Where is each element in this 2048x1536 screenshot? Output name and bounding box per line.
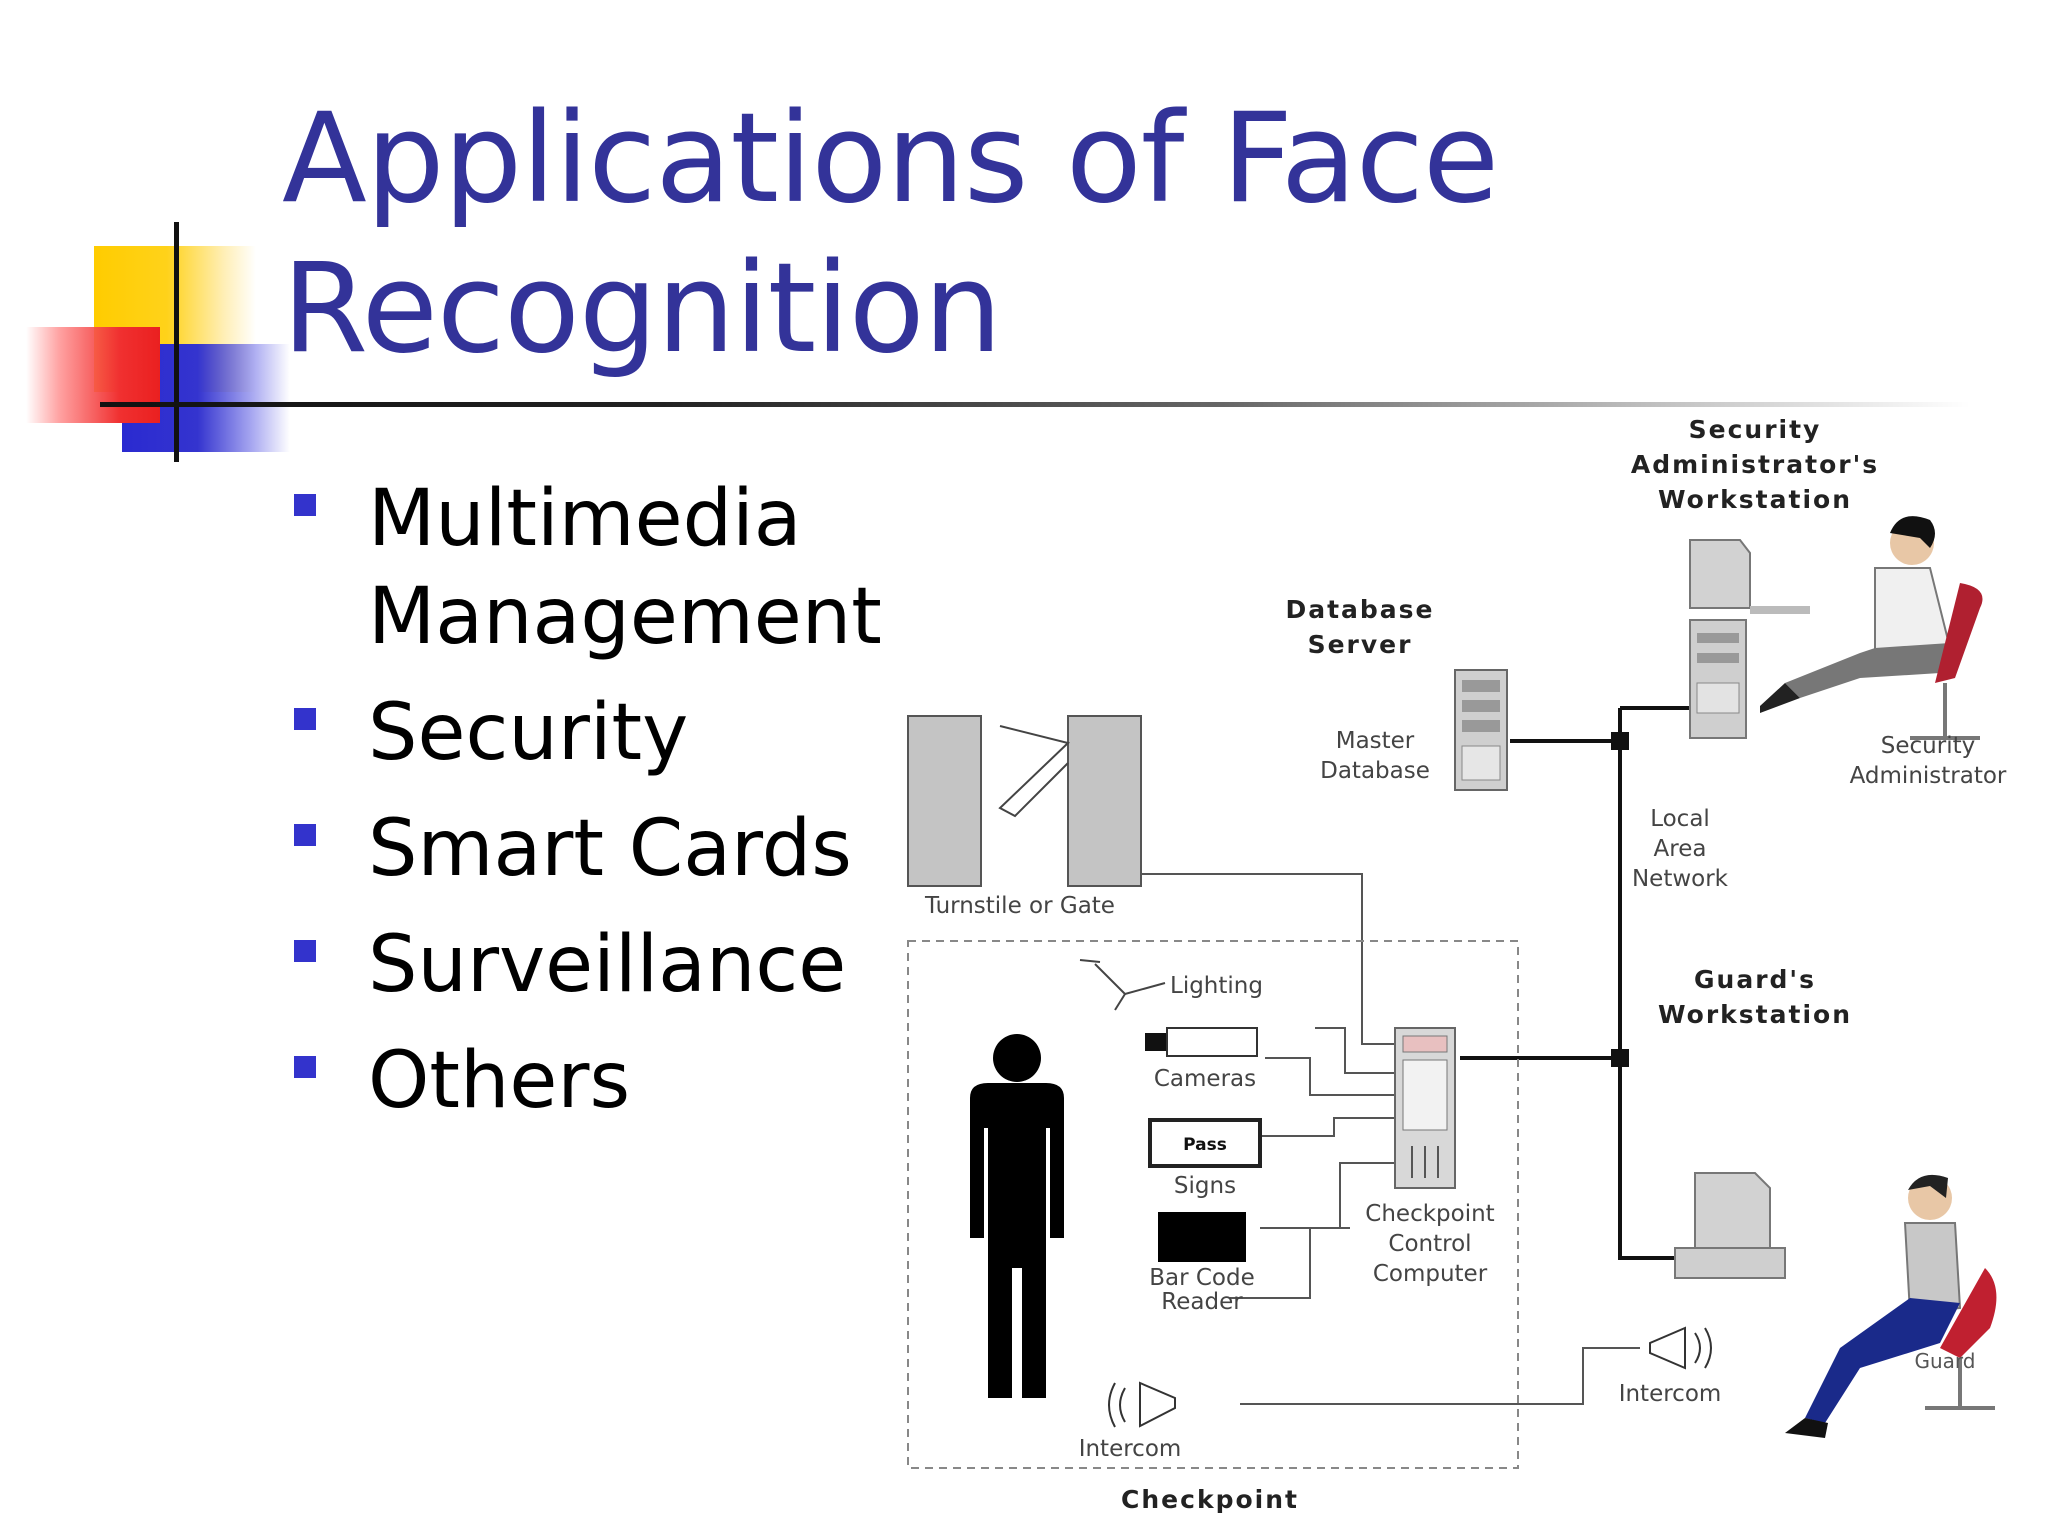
lighting-label: Lighting	[1170, 973, 1263, 999]
bullet-text: Smart Cards	[368, 804, 852, 894]
intercom-left-label: Intercom	[1079, 1436, 1182, 1462]
master-database-label-1: Master	[1336, 728, 1415, 754]
lan-label-2: Area	[1654, 836, 1707, 862]
bullet-square-icon	[294, 824, 316, 846]
decor-red-square	[26, 327, 160, 423]
turnstile-icon	[907, 715, 1142, 887]
lighting-icon	[1079, 959, 1166, 1011]
security-system-diagram: Turnstile or Gate Lighting Cameras Pass …	[907, 415, 2007, 1514]
bullet-text: Multimedia	[368, 474, 802, 564]
bullet-text: Surveillance	[368, 920, 847, 1010]
pass-sign-icon: Pass	[1148, 1118, 1262, 1168]
guards-workstation-label-2: Workstation	[1658, 1000, 1852, 1029]
guard-figure-icon	[1785, 1174, 1997, 1438]
camera-icon	[1145, 1027, 1258, 1057]
cameras-label: Cameras	[1154, 1066, 1256, 1092]
security-workstation-label-3: Workstation	[1658, 485, 1852, 514]
checkpoint-computer-icon	[1394, 1027, 1456, 1189]
lan-label-3: Network	[1632, 866, 1729, 892]
bullet-text: Security	[368, 688, 689, 778]
checkpoint-computer-label-3: Computer	[1373, 1261, 1488, 1287]
security-admin-label-1: Security	[1881, 733, 1975, 759]
decor-vertical-line	[174, 222, 179, 462]
security-administrator-figure-icon	[1760, 516, 1983, 740]
bullet-item: Surveillance	[282, 916, 922, 1014]
turnstile-label: Turnstile or Gate	[924, 893, 1115, 919]
guard-chair-label: Guard	[1915, 1349, 1976, 1373]
intercom-left-icon	[1108, 1381, 1176, 1428]
checkpoint-wiring	[1142, 873, 1640, 1405]
security-admin-label-2: Administrator	[1850, 763, 2007, 789]
security-workstation-label-2: Administrator's	[1631, 450, 1879, 479]
bullet-text: Management	[368, 572, 882, 662]
security-workstation-computer-icon	[1689, 539, 1810, 739]
network-lines	[1460, 706, 1695, 1260]
master-database-label-2: Database	[1320, 758, 1430, 784]
guards-workstation-label-1: Guard's	[1694, 965, 1816, 994]
database-server-label-2: Server	[1308, 630, 1413, 659]
bullet-item: Smart Cards	[282, 800, 922, 898]
barcode-reader-icon	[1158, 1212, 1246, 1262]
guard-workstation-computer-icon	[1674, 1172, 1786, 1279]
bullet-text: Others	[368, 1036, 631, 1126]
bullet-list: Multimedia Management Security Smart Car…	[282, 470, 922, 1148]
database-server-icon	[1454, 669, 1508, 791]
checkpoint-boundary	[907, 940, 1519, 1469]
security-workstation-label-1: Security	[1689, 415, 1822, 444]
title-underline	[100, 402, 1970, 407]
title-line-2: Recognition	[282, 237, 1002, 381]
checkpoint-computer-label-1: Checkpoint	[1365, 1201, 1494, 1227]
bullet-item: Security	[282, 684, 922, 782]
bullet-item: Others	[282, 1032, 922, 1130]
barcode-label-2: Reader	[1161, 1289, 1243, 1315]
checkpoint-computer-label-2: Control	[1388, 1231, 1471, 1257]
barcode-label-1: Bar Code	[1149, 1265, 1255, 1291]
person-silhouette-icon	[970, 1034, 1064, 1398]
bullet-square-icon	[294, 708, 316, 730]
slide-title: Applications of Face Recognition	[282, 84, 1782, 384]
database-server-label-1: Database	[1285, 595, 1434, 624]
checkpoint-label: Checkpoint	[1121, 1485, 1299, 1514]
bullet-item: Multimedia Management	[282, 470, 922, 666]
bullet-square-icon	[294, 494, 316, 516]
intercom-right-label: Intercom	[1619, 1381, 1722, 1407]
pass-sign-text: Pass	[1183, 1135, 1227, 1155]
bullet-square-icon	[294, 1056, 316, 1078]
intercom-right-icon	[1649, 1326, 1712, 1370]
bullet-square-icon	[294, 940, 316, 962]
signs-label: Signs	[1174, 1173, 1236, 1199]
lan-label-1: Local	[1650, 806, 1710, 832]
title-line-1: Applications of Face	[282, 87, 1499, 231]
